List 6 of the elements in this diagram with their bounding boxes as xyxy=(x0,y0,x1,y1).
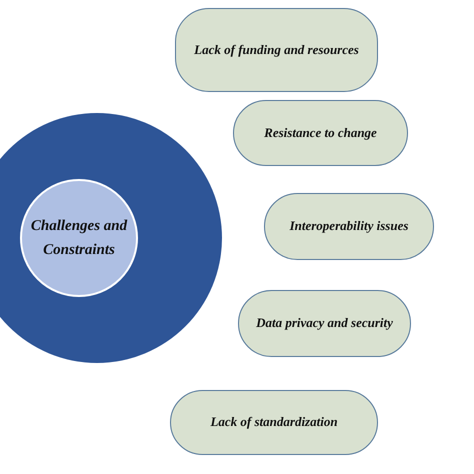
challenge-pill: Resistance to change xyxy=(233,100,408,166)
challenge-pill: Lack of standardization xyxy=(170,390,378,455)
challenge-pill: Data privacy and security xyxy=(238,290,411,357)
challenge-pill: Interoperability issues xyxy=(264,193,434,260)
center-circle: Challenges and Constraints xyxy=(20,179,138,297)
challenge-pill: Lack of funding and resources xyxy=(175,8,378,92)
